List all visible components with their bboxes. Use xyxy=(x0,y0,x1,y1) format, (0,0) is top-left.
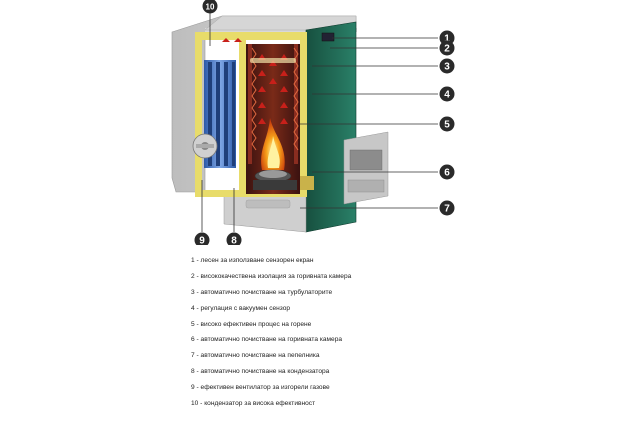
callout-10: 10 xyxy=(202,0,218,14)
svg-text:1: 1 xyxy=(444,34,450,45)
legend-item: 6 - автоматично почистване на горивната … xyxy=(191,336,343,344)
legend-item: 2 - висококачествена изолация за горивна… xyxy=(191,272,352,280)
svg-text:2: 2 xyxy=(444,44,450,55)
svg-text:5: 5 xyxy=(444,120,450,131)
callout-badges: 1 2 3 4 5 6 7 8 9 10 xyxy=(194,0,455,246)
legend-item: 7 - автоматично почистване на пепелника xyxy=(191,352,320,360)
callout-3: 3 xyxy=(439,58,455,74)
legend-number: 10 xyxy=(191,400,199,408)
callout-8: 8 xyxy=(226,232,242,246)
legend-text: регулация с вакуумен сензор xyxy=(200,304,291,312)
boiler-casing xyxy=(171,15,389,233)
flame xyxy=(261,118,285,170)
legend-text: автоматично почистване на горивната каме… xyxy=(200,336,343,344)
legend-text: висококачествена изолация за горивната к… xyxy=(200,272,352,280)
condenser xyxy=(192,60,236,168)
svg-text:6: 6 xyxy=(444,168,450,179)
svg-text:7: 7 xyxy=(444,204,450,215)
legend-number: 8 xyxy=(191,368,195,376)
legend-item: 3 - автоматично почистване на турбулатор… xyxy=(191,288,333,296)
legend-number: 4 xyxy=(191,304,195,312)
legend-number: 9 xyxy=(191,384,195,392)
callout-2: 2 xyxy=(439,40,455,56)
burner-grate xyxy=(253,169,314,190)
legend-item: 10 - кондензатор за висока ефективност xyxy=(191,400,316,408)
legend-number: 3 xyxy=(191,288,195,296)
legend-number: 7 xyxy=(191,352,195,360)
legend-text: автоматично почистване на кондензатора xyxy=(200,368,330,376)
legend-item: 4 - регулация с вакуумен сензор xyxy=(191,304,291,312)
legend-text: високо ефективен процес на горене xyxy=(200,320,312,328)
callout-5: 5 xyxy=(439,116,455,132)
legend-item: 5 - високо ефективен процес на горене xyxy=(191,320,312,328)
leader-lines xyxy=(201,12,438,232)
callout-4: 4 xyxy=(439,86,455,102)
legend-number: 6 xyxy=(191,336,195,344)
callout-6: 6 xyxy=(439,164,455,180)
svg-text:9: 9 xyxy=(199,236,205,246)
boiler-cutaway-diagram: 1 2 3 4 5 6 7 8 9 10 xyxy=(171,0,455,246)
touch-display xyxy=(321,32,335,42)
heat-exchanger xyxy=(222,38,300,194)
legend-item: 9 - ефективен вентилатор за изгорели газ… xyxy=(191,384,330,392)
legend-text: ефективен вентилатор за изгорели газове xyxy=(200,384,330,392)
svg-text:10: 10 xyxy=(206,3,215,12)
svg-text:8: 8 xyxy=(231,236,237,246)
legend-text: лесен за използване сензорен екран xyxy=(200,257,314,264)
callout-7: 7 xyxy=(439,200,455,216)
legend-number: 1 xyxy=(191,257,195,264)
legend-text: автоматично почистване на пепелника xyxy=(200,352,320,360)
svg-text:4: 4 xyxy=(444,90,450,101)
legend-item: 8 - автоматично почистване на кондензато… xyxy=(191,368,330,376)
callout-9: 9 xyxy=(194,232,210,246)
legend-text: автоматично почистване на турбулаторите xyxy=(200,288,333,296)
legend-number: 2 xyxy=(191,272,195,280)
legend-number: 5 xyxy=(191,320,195,328)
svg-text:3: 3 xyxy=(444,62,450,73)
legend-list: 1 - лесен за използване сензорен екран 2… xyxy=(191,253,351,412)
legend-item: 1 - лесен за използване сензорен екран xyxy=(191,257,314,264)
legend-text: кондензатор за висока ефективност xyxy=(204,400,316,408)
